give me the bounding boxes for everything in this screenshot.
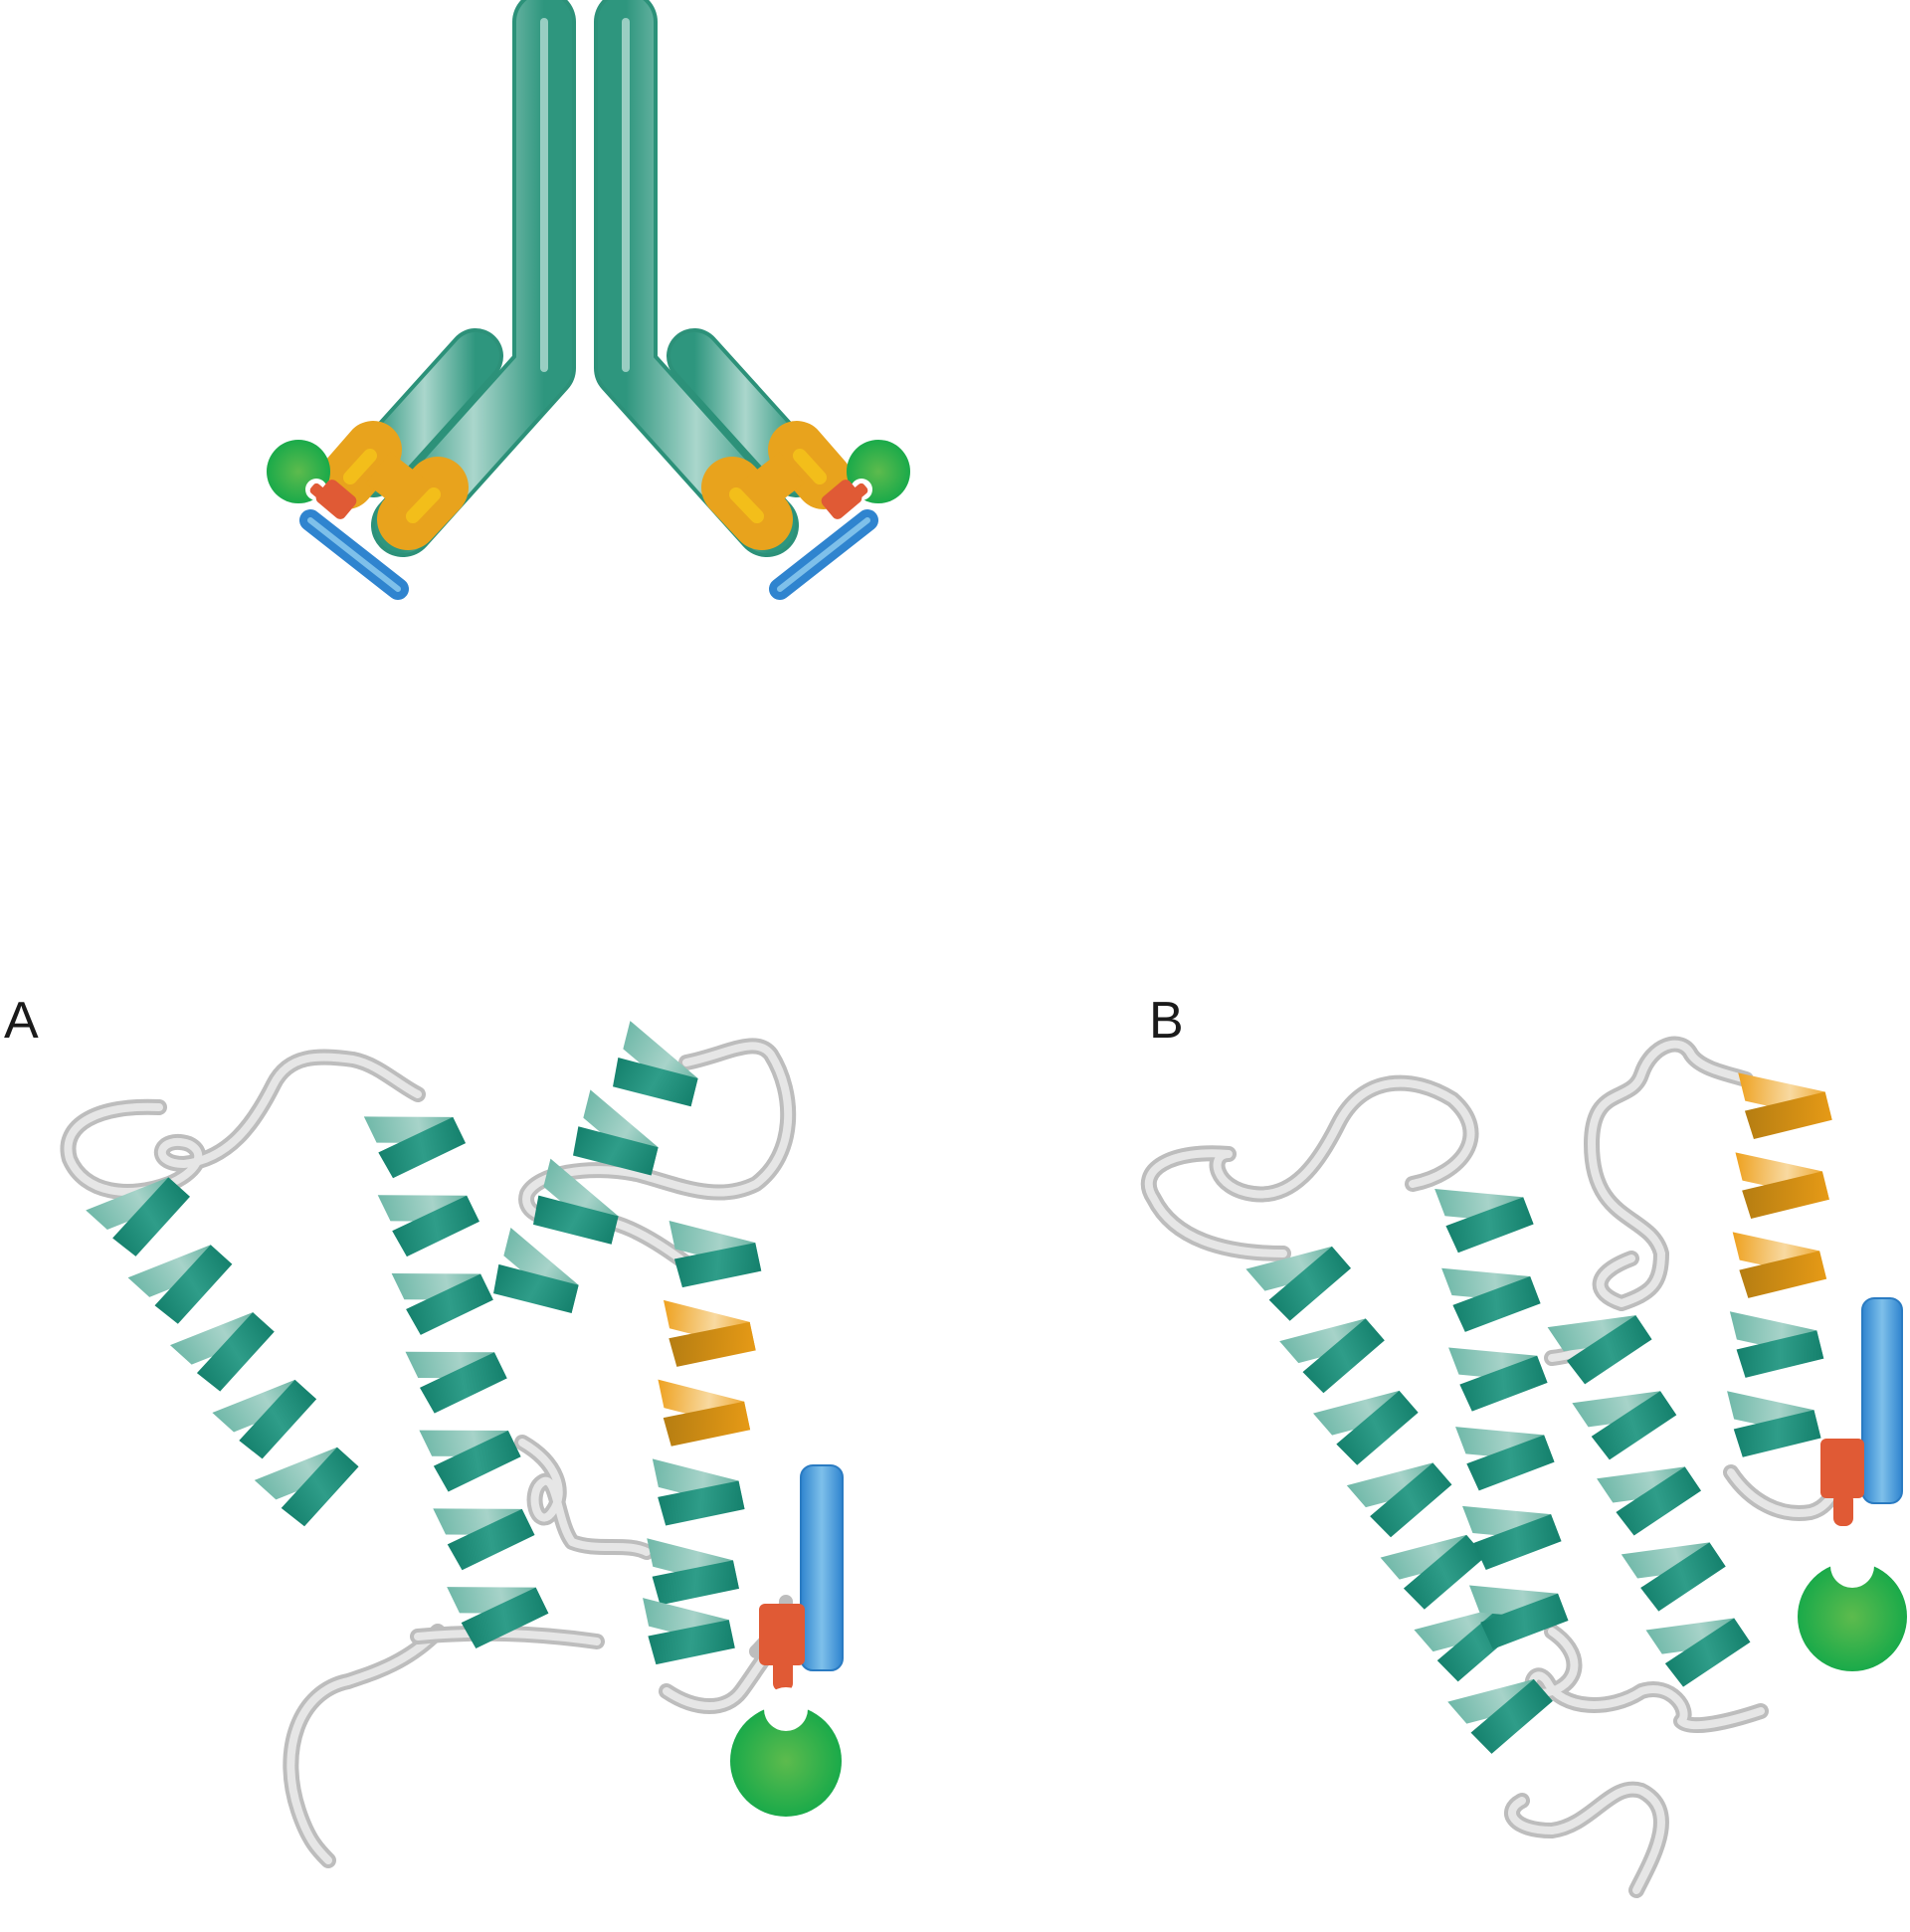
protein-a-target bbox=[730, 1464, 844, 1817]
red-epitope-tag-icon bbox=[315, 480, 357, 519]
blue-target-rod-icon bbox=[800, 1464, 844, 1671]
green-ligand-icon bbox=[1798, 1544, 1907, 1671]
red-epitope-tag-icon bbox=[759, 1604, 805, 1665]
panel-label-a: A bbox=[4, 992, 39, 1050]
green-ligand-icon bbox=[730, 1687, 842, 1817]
protein-a-binding-helix bbox=[638, 1221, 765, 1670]
antibody-bound-target-right bbox=[769, 440, 910, 600]
protein-b-helix-3 bbox=[1547, 1297, 1758, 1693]
antibody-binding-region-left bbox=[317, 421, 469, 550]
antibody-binding-region-right bbox=[701, 421, 853, 550]
protein-b-target bbox=[1798, 1297, 1907, 1671]
red-epitope-tag-icon bbox=[821, 480, 862, 519]
antibody-bound-target-left bbox=[267, 440, 409, 600]
protein-b-loops bbox=[1140, 1036, 1853, 1898]
antibody bbox=[267, 0, 910, 600]
protein-b bbox=[1140, 1036, 1907, 1898]
protein-b-binding-helix bbox=[1724, 1072, 1834, 1460]
protein-a bbox=[60, 1021, 844, 1868]
red-epitope-tag-icon bbox=[1820, 1439, 1864, 1498]
protein-a-helix-2 bbox=[363, 1099, 553, 1652]
blue-target-rod-icon bbox=[1861, 1297, 1903, 1504]
protein-a-loops bbox=[60, 1038, 797, 1868]
protein-a-helix-1 bbox=[86, 1159, 371, 1536]
panel-label-b: B bbox=[1149, 992, 1184, 1050]
